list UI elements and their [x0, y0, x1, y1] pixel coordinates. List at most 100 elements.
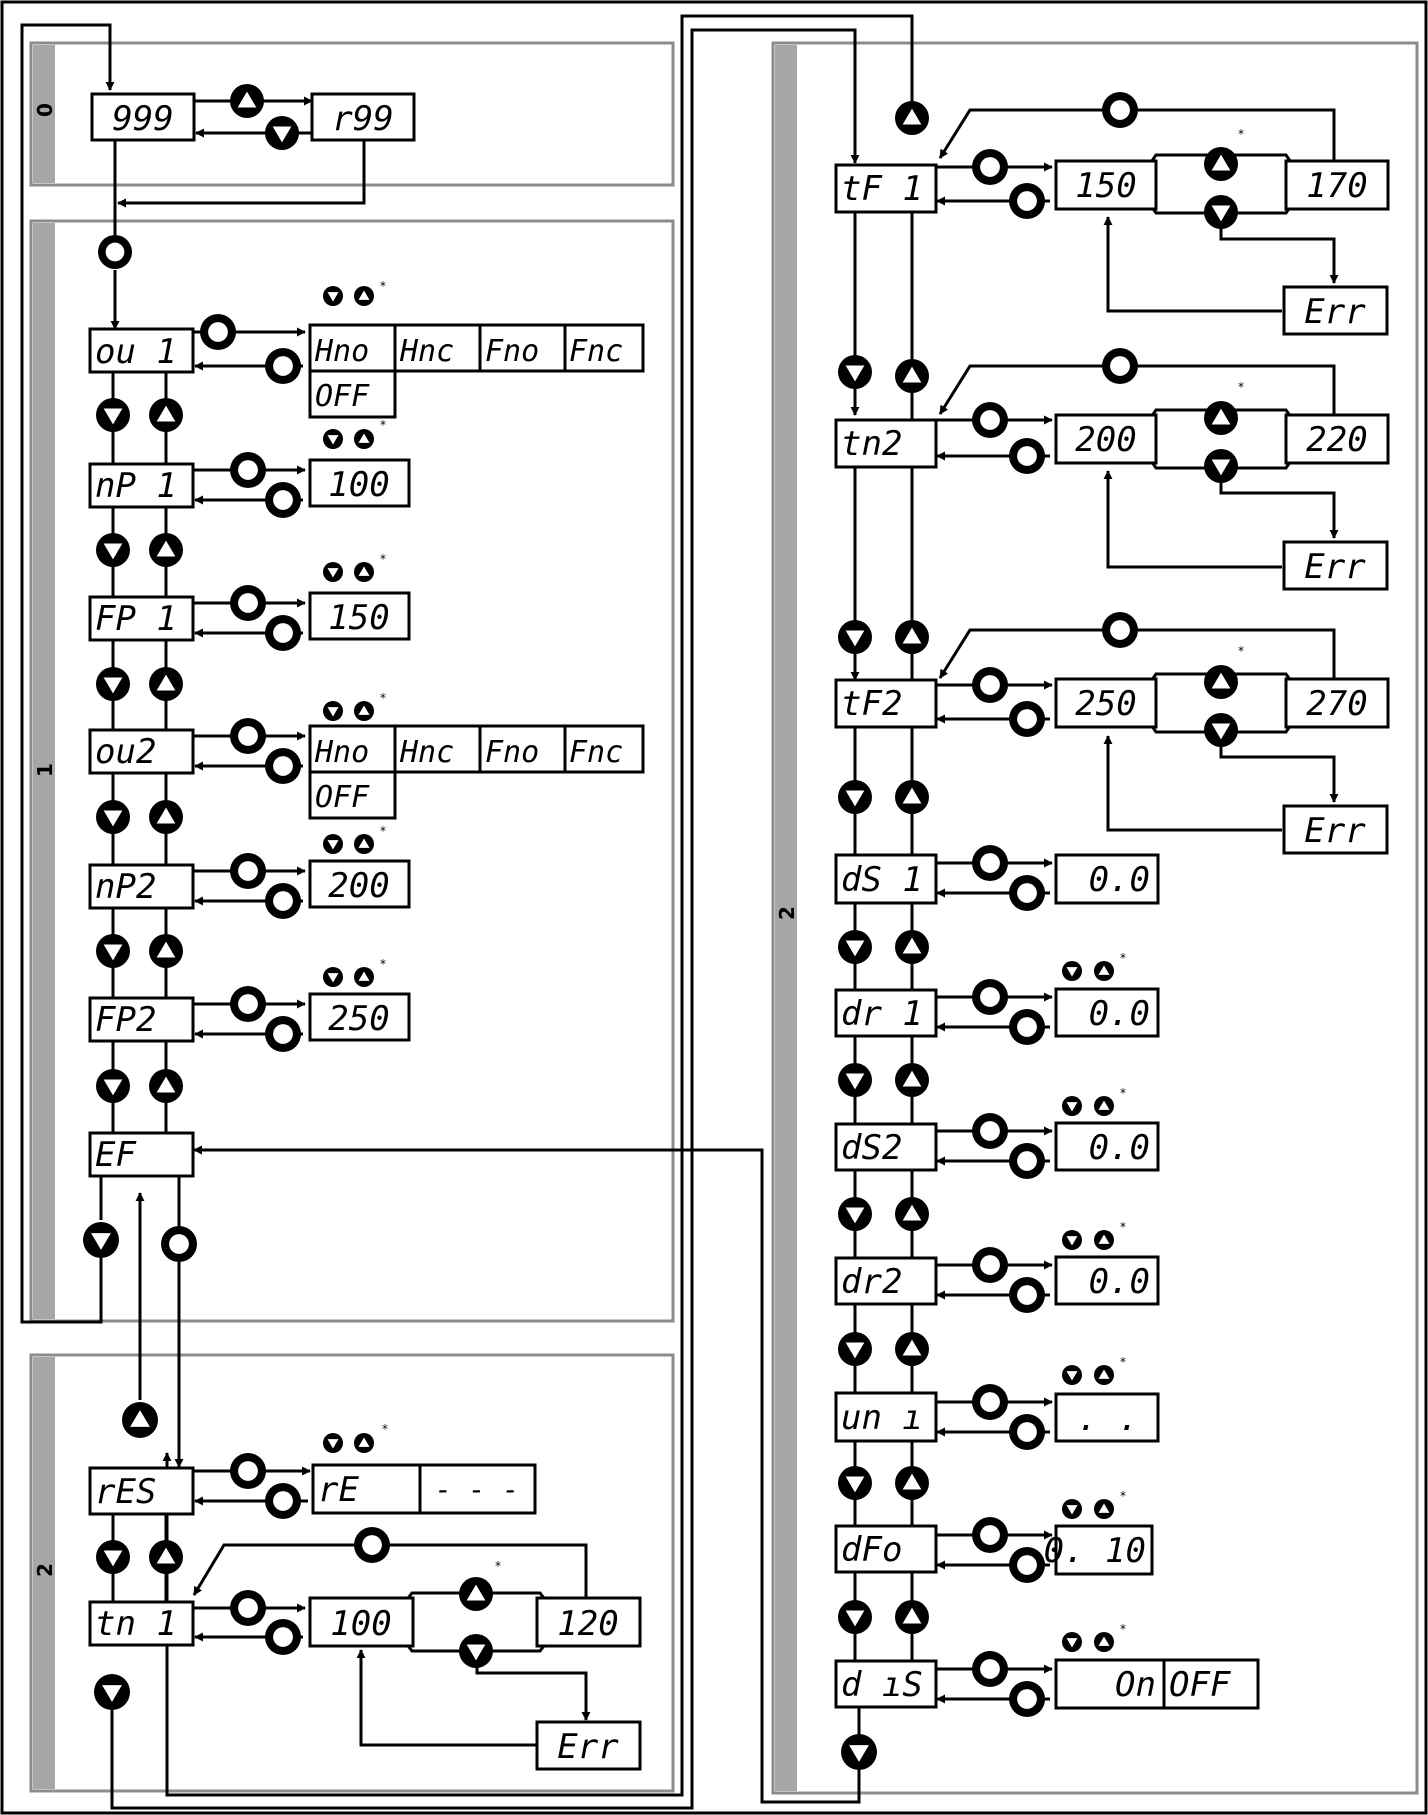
circle-icon — [1009, 1414, 1045, 1450]
line-tf2-err — [1219, 744, 1339, 803]
arrow-down-icon — [838, 1063, 872, 1097]
value-hnc-1: Hnc — [399, 334, 454, 369]
value-err-2: Err — [1304, 292, 1366, 332]
box-err-3 — [1282, 540, 1389, 591]
arrow-up-icon — [354, 429, 374, 449]
box-v100-1 — [308, 458, 411, 508]
circle-icon — [354, 1527, 390, 1563]
box-tn1 — [88, 1600, 195, 1647]
asterisk-tn2: * — [1238, 380, 1244, 394]
line-tn2-return — [938, 364, 1336, 415]
arrow-down-icon — [323, 429, 343, 449]
arrow-up-icon — [895, 780, 929, 814]
box-ds2 — [834, 1122, 938, 1172]
value-170: 170 — [1306, 166, 1367, 206]
arrow-down-icon — [323, 967, 343, 987]
value-dfo: 0. 10 — [1044, 1531, 1146, 1571]
value-hnc-2: Hnc — [399, 735, 454, 770]
arrow-up-icon — [354, 286, 374, 306]
arrow-down-icon — [1204, 195, 1238, 229]
param-tn1: tn 1 — [95, 1604, 177, 1644]
line-err-tf1 — [1103, 216, 1282, 313]
display-texts: 999 r99 ou 1 Hno Hnc Fno Fnc OFF nP 1 10… — [95, 99, 1368, 1767]
circle-icon — [265, 883, 301, 919]
asterisk-res: * — [382, 1422, 388, 1436]
loop-tf1-up — [162, 14, 914, 1797]
arrow-up-icon — [1094, 1499, 1114, 1519]
param-r99: r99 — [332, 99, 393, 139]
arrow-up-icon — [895, 1332, 929, 1366]
box-re — [311, 1463, 422, 1515]
arrow-down-icon — [1062, 1230, 1082, 1250]
box-999 — [90, 92, 196, 142]
arrow-down-icon — [96, 667, 130, 701]
circle-icon — [972, 149, 1008, 185]
box-zero-3 — [1054, 1121, 1160, 1172]
arrow-down-icon — [1062, 1096, 1082, 1116]
arrow-down-icon — [1062, 1499, 1082, 1519]
param-ou1: ou 1 — [95, 332, 177, 372]
arrow-up-icon — [149, 667, 183, 701]
panel-0-band — [33, 45, 55, 183]
box-fnc-1 — [563, 323, 645, 373]
circle-icon — [1009, 183, 1045, 219]
arrow-up-icon — [1094, 1365, 1114, 1385]
line-tn1-err — [475, 1657, 591, 1721]
box-ef — [88, 1131, 195, 1178]
value-err-3: Err — [1304, 547, 1366, 587]
box-fp2 — [88, 996, 195, 1043]
circle-icon — [200, 314, 236, 350]
param-tn2: tn2 — [841, 424, 902, 464]
panel-1 — [29, 219, 675, 1323]
box-v150-2 — [1054, 159, 1158, 211]
arrow-down-icon — [1204, 713, 1238, 747]
arrow-down-icon — [1204, 449, 1238, 483]
param-ou2: ou2 — [95, 732, 156, 772]
box-dr2 — [834, 1256, 938, 1306]
line-err-tn2 — [1103, 470, 1282, 569]
arrow-down-icon — [838, 1197, 872, 1231]
box-v200-2 — [1054, 413, 1158, 465]
arrow-up-icon — [459, 1577, 493, 1611]
arrow-down-icon — [1062, 961, 1082, 981]
asterisks: * * * * * * * * * * * * * * * * * — [380, 127, 1244, 1636]
value-100-1: 100 — [328, 465, 389, 505]
asterisk-fp1: * — [380, 552, 386, 566]
value-dashes: - - - — [435, 1473, 519, 1506]
loop-dis-end — [193, 1145, 861, 1804]
box-dfo-val — [1054, 1524, 1154, 1576]
value-hno-1: Hno — [314, 334, 369, 369]
box-tn2 — [834, 418, 938, 469]
box-tf2 — [834, 678, 938, 729]
asterisk-dis: * — [1120, 1622, 1126, 1636]
param-uni: un ı — [841, 1398, 923, 1438]
value-150-1: 150 — [328, 598, 389, 638]
arrow-up-icon — [354, 834, 374, 854]
value-150-2: 150 — [1075, 166, 1136, 206]
value-fnc-1: Fnc — [569, 334, 623, 369]
asterisk-ds2: * — [1120, 1086, 1126, 1100]
circle-icon — [1009, 438, 1045, 474]
asterisk-tf2: * — [1238, 644, 1244, 658]
box-uni — [834, 1391, 938, 1443]
box-v200-1 — [308, 859, 411, 909]
arrow-up-icon — [1094, 1632, 1114, 1652]
arrow-down-icon — [838, 930, 872, 964]
section-label-0: 0 — [33, 103, 57, 117]
box-v150-1 — [308, 591, 411, 641]
asterisk-ou1: * — [380, 279, 386, 293]
arrow-down-icon — [838, 620, 872, 654]
box-np1 — [88, 462, 195, 509]
box-fp1 — [88, 595, 195, 642]
asterisk-np2: * — [380, 824, 386, 838]
arrow-up-icon — [895, 1600, 929, 1634]
param-fp1: FP 1 — [95, 599, 177, 639]
section-bands — [33, 45, 797, 1791]
value-uni: . . — [1077, 1399, 1138, 1439]
param-dis: d ıS — [841, 1665, 923, 1705]
param-999: 999 — [112, 99, 173, 139]
param-tf2: tF2 — [841, 684, 902, 724]
arrow-up-icon — [895, 101, 929, 135]
